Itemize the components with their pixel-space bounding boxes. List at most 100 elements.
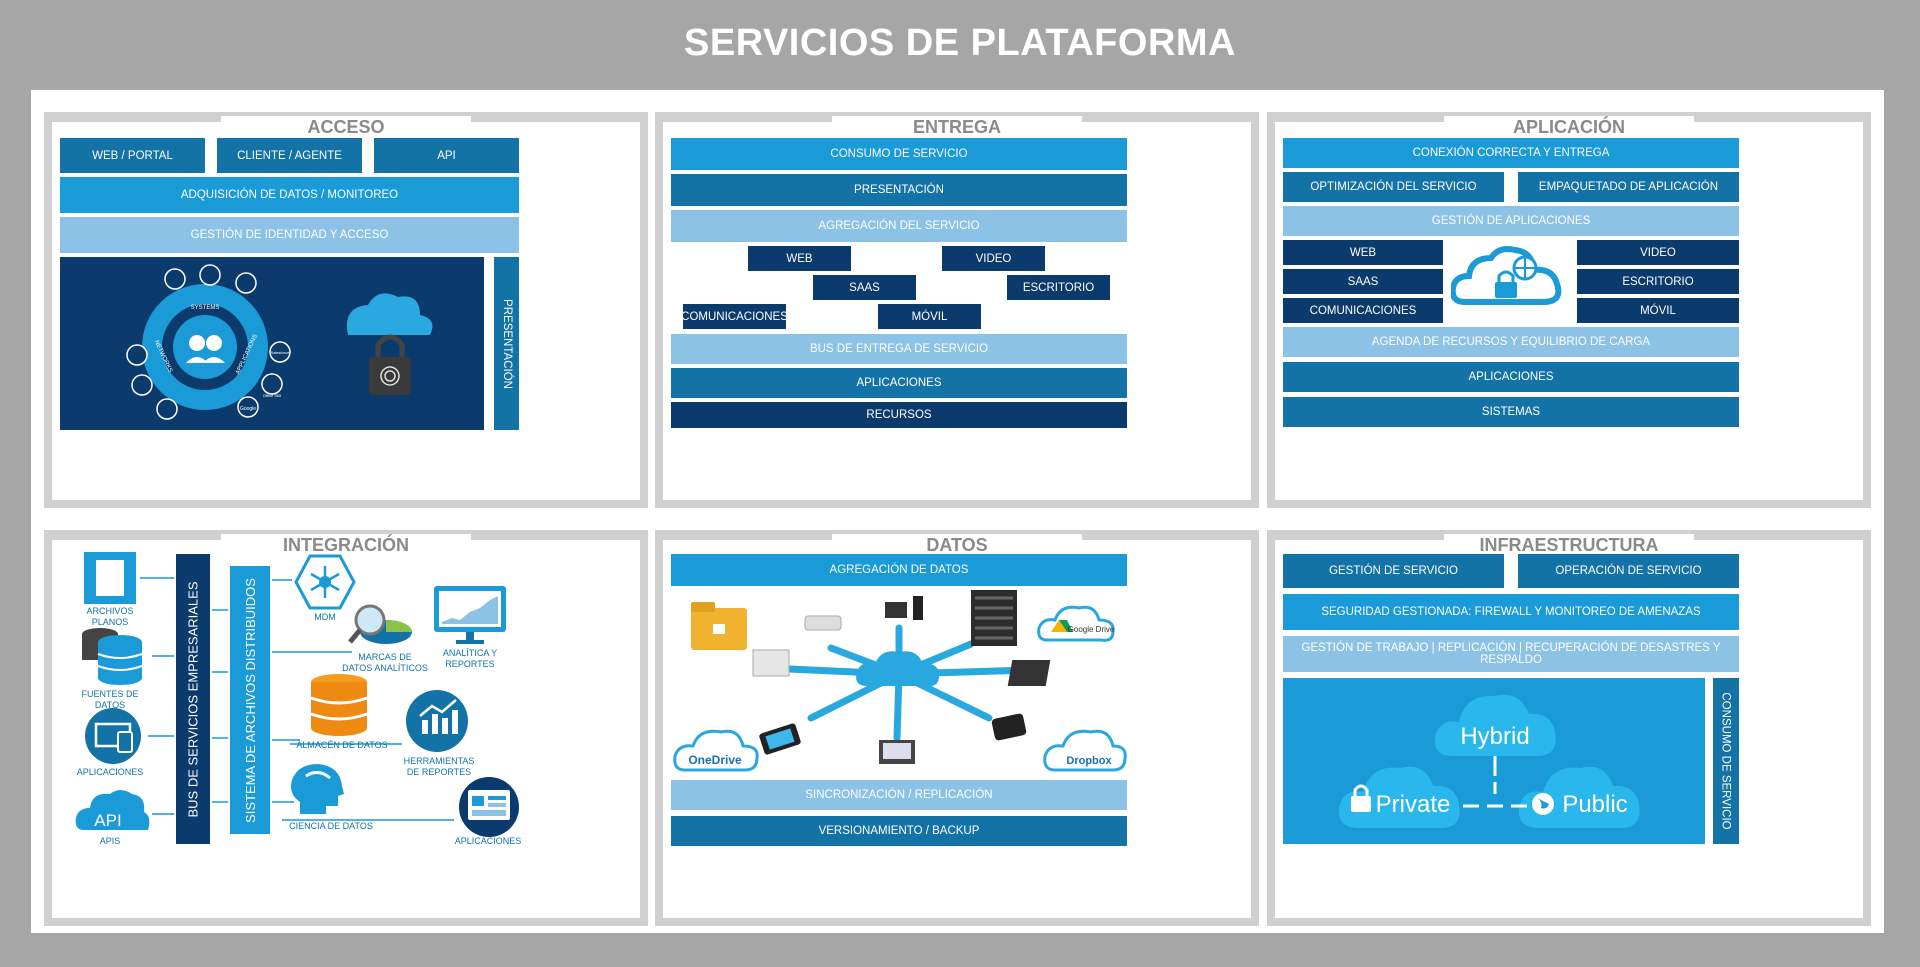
- box-app-aplicaciones: APLICACIONES: [1283, 362, 1739, 392]
- label-marcas-datos: MARCAS DE DATOS ANALÍTICOS: [342, 652, 428, 673]
- label-fuentes-datos: FUENTES DE DATOS: [81, 689, 139, 710]
- private-label: Private: [1376, 791, 1451, 818]
- box-versionamiento: VERSIONAMIENTO / BACKUP: [671, 816, 1127, 846]
- database-icon: [82, 628, 143, 685]
- box-empaquetado: EMPAQUETADO DE APLICACIÓN: [1518, 172, 1739, 202]
- box-app-escritorio: ESCRITORIO: [1577, 269, 1739, 294]
- box-gestion-servicio: GESTIÓN DE SERVICIO: [1283, 554, 1504, 588]
- integration-arrows: [140, 577, 454, 821]
- router-icon: [156, 398, 178, 420]
- cloud-types-area: Hybrid Private Public: [1283, 678, 1705, 844]
- dropbox-label: Dropbox: [1066, 755, 1112, 767]
- panel-acceso: ACCESO WEB / PORTAL CLIENTE / AGENTE API…: [44, 112, 648, 508]
- mdm-icon: [294, 554, 356, 610]
- box-app-movil: MÓVIL: [1577, 298, 1739, 323]
- sistema-archivos-distribuidos: SISTEMA DE ARCHIVOS DISTRIBUIDOS: [230, 566, 270, 834]
- google-label: Google: [240, 406, 256, 412]
- box-app-web: WEB: [1283, 240, 1443, 265]
- presentacion-label: PRESENTACIÓN: [500, 298, 513, 389]
- bus-servicios-empresariales: BUS DE SERVICIOS EMPRESARIALES: [176, 554, 210, 844]
- box-saas: SaaS: [813, 275, 916, 300]
- cloud-lock-globe-icon: [1451, 246, 1562, 305]
- office-label: Office 365: [263, 393, 282, 398]
- panel-datos: DATOS AGREGACIÓN DE DATOS: [655, 530, 1259, 926]
- box-web: WEB: [748, 246, 851, 271]
- box-sincronizacion: SINCRONIZACIÓN / REPLICACIÓN: [671, 780, 1127, 810]
- device-icon-1: [164, 268, 186, 290]
- ring-shape: [142, 284, 268, 410]
- office-icon: [261, 373, 283, 395]
- box-web-portal: WEB / PORTAL: [60, 138, 205, 173]
- data-sync-network-diagram: Google Drive OneDrive Dropbox: [673, 590, 1127, 772]
- panel-title-aplicacion: APLICACIÓN: [1444, 116, 1694, 138]
- panel-entrega: ENTREGA CONSUMO DE SERVICIO PRESENTACIÓN…: [655, 112, 1259, 508]
- box-cliente-agente: CLIENTE / AGENTE: [217, 138, 362, 173]
- panel-integracion: INTEGRACIÓN ARCHIVOS PLANOS FUENTES DE D…: [44, 530, 648, 926]
- api-cloud-icon: API: [75, 790, 150, 830]
- ring-label-systems: SYSTEMS: [191, 305, 220, 311]
- label-almacen: ALMACÉN DE DATOS: [296, 740, 388, 750]
- onedrive-label: OneDrive: [688, 753, 742, 767]
- central-cloud-icon: [856, 651, 939, 687]
- box-agregacion-datos: AGREGACIÓN DE DATOS: [671, 554, 1127, 586]
- cloud-icon: [346, 293, 433, 335]
- box-consumo-servicio: CONSUMO DE SERVICIO: [671, 138, 1127, 170]
- box-presentacion-vertical: PRESENTACIÓN: [494, 257, 519, 430]
- box-gestion-trabajo: GESTIÓN DE TRABAJO | REPLICACIÓN | RECUP…: [1283, 636, 1739, 672]
- box-adquisicion: ADQUISICIÓN DE DATOS / MONITOREO: [60, 177, 519, 213]
- box-gestion-identidad: GESTIÓN DE IDENTIDAD Y ACCESO: [60, 217, 519, 253]
- data-mart-magnifier-icon: [348, 604, 412, 644]
- users-icon: [173, 315, 237, 379]
- box-operacion-servicio: OPERACIÓN DE SERVICIO: [1518, 554, 1739, 588]
- box-recursos: RECURSOS: [671, 402, 1127, 428]
- fingerprint-lock-icon: [369, 357, 411, 395]
- analytics-monitor-icon: [434, 586, 506, 644]
- box-bus-entrega: BUS DE ENTREGA DE SERVICIO: [671, 334, 1127, 364]
- box-escritorio: ESCRITORIO: [1007, 275, 1110, 300]
- salesforce-icon: [269, 341, 291, 363]
- label-mdm: MDM: [314, 612, 336, 622]
- label-apis: APIs: [99, 836, 121, 846]
- dropbox-cloud: Dropbox: [1043, 729, 1127, 772]
- box-conexion: CONEXIÓN CORRECTA Y ENTREGA: [1283, 138, 1739, 168]
- device-icon-2: [199, 264, 221, 286]
- box-sistemas: SISTEMAS: [1283, 397, 1739, 427]
- box-seguridad: SEGURIDAD GESTIONADA: FIREWALL Y MONITOR…: [1283, 594, 1739, 630]
- box-app-video: VIDEO: [1577, 240, 1739, 265]
- api-cloud-text: API: [94, 811, 121, 830]
- panel-title-datos: DATOS: [832, 534, 1082, 556]
- box-consumo-servicio-vertical: CONSUMO DE SERVICIO: [1713, 678, 1739, 844]
- label-aplicaciones-left: APLICACIONES: [76, 767, 144, 777]
- applications-right-icon: [459, 777, 519, 837]
- salesforce-label: Salesforce: [271, 350, 291, 355]
- box-agenda: AGENDA DE RECURSOS Y EQUILIBRIO DE CARGA: [1283, 327, 1739, 357]
- diagram-canvas: ACCESO WEB / PORTAL CLIENTE / AGENTE API…: [31, 90, 1884, 933]
- private-cloud-shape: [1338, 766, 1460, 828]
- device-icon-3: [235, 272, 257, 294]
- label-aplicaciones-right: APLICACIONES: [454, 836, 522, 846]
- box-aplicaciones: APLICACIONES: [671, 368, 1127, 398]
- onedrive-cloud: OneDrive: [673, 729, 759, 772]
- wifi-icon: [126, 344, 148, 366]
- printer-icon: [131, 374, 153, 396]
- box-app-saas: SaaS: [1283, 269, 1443, 294]
- folder-lock-icon: [691, 602, 747, 650]
- box-app-comunicaciones: COMUNICACIONES: [1283, 298, 1443, 323]
- page-title: SERVICIOS DE PLATAFORMA: [684, 22, 1236, 64]
- panel-title-entrega: ENTREGA: [832, 116, 1082, 138]
- google-drive-cloud: Google Drive: [1037, 605, 1115, 642]
- box-optimizacion: OPTIMIZACIÓN DEL SERVICIO: [1283, 172, 1504, 202]
- data-warehouse-icon: [310, 674, 368, 736]
- label-herramientas: HERRAMIENTAS DE REPORTES: [403, 756, 475, 777]
- label-archivos-planos: ARCHIVOS PLANOS: [86, 606, 134, 627]
- google-icon: [237, 396, 259, 418]
- public-label: Public: [1562, 791, 1627, 818]
- reporting-tools-icon: [406, 690, 468, 752]
- panel-aplicacion: APLICACIÓN CONEXIÓN CORRECTA Y ENTREGA O…: [1267, 112, 1871, 508]
- blackberry-icon: [991, 713, 1027, 741]
- box-presentacion: PRESENTACIÓN: [671, 174, 1127, 206]
- label-analitica: ANALÍTICA Y REPORTES: [442, 648, 498, 669]
- panel-title-integracion: INTEGRACIÓN: [221, 534, 471, 556]
- identity-illustration: SYSTEMS NETWORKS APPLICATIONS G: [60, 257, 484, 430]
- consumo-servicio-label: CONSUMO DE SERVICIO: [1720, 692, 1733, 830]
